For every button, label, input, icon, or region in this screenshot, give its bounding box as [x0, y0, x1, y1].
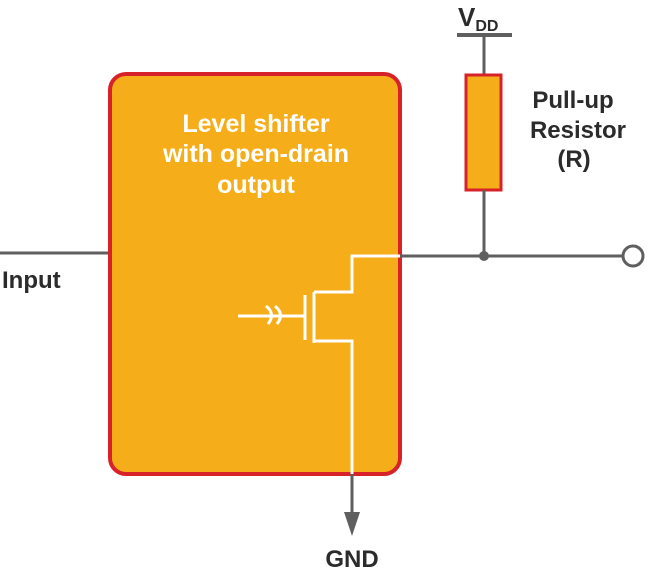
- block-title-line-3: output: [217, 171, 295, 199]
- resistor-label-line-1: Pull-up: [532, 87, 613, 114]
- signal-break-icon: [265, 304, 282, 325]
- open-circle-terminal-icon: [621, 244, 645, 268]
- arrow-down-icon: [344, 512, 360, 536]
- pull-up-resistor: [464, 73, 503, 192]
- resistor-label-line-3: (R): [557, 146, 590, 173]
- level-shifter-block: [108, 72, 402, 476]
- gnd-label: GND: [325, 546, 378, 571]
- resistor-label-line-2: Resistor: [530, 117, 626, 144]
- block-title-line-2: with open-drain: [162, 140, 349, 168]
- input-label: Input: [2, 267, 61, 294]
- vdd-label: VDD: [458, 2, 498, 35]
- block-title-line-1: Level shifter: [182, 110, 330, 138]
- vdd-subscript: DD: [475, 18, 498, 35]
